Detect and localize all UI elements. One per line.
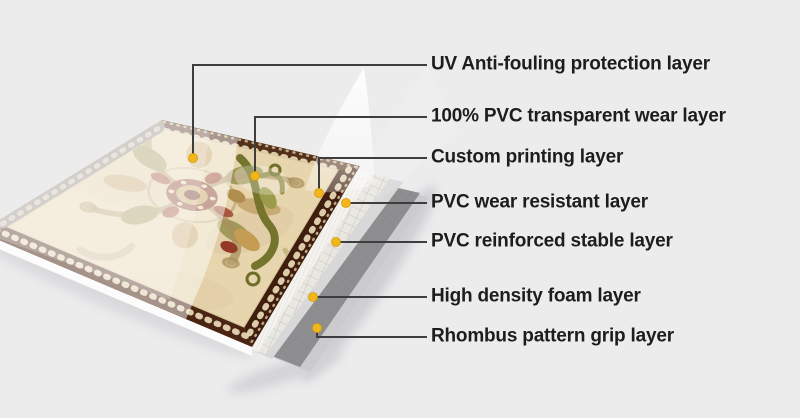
callout-transparent-wear — [250, 116, 427, 181]
callout-label-uv: UV Anti-fouling protection layer — [431, 53, 710, 75]
wear-film-shape — [305, 68, 375, 193]
callout-label-custom-printing: Custom printing layer — [431, 146, 624, 168]
printed-tile-shape — [0, 64, 458, 347]
callout-marker — [188, 153, 198, 163]
callout-uv — [188, 64, 427, 163]
wear-film-haze — [234, 165, 290, 195]
callout-label-foam: High density foam layer — [431, 285, 641, 307]
callout-label-wear-resistant: PVC wear resistant layer — [431, 191, 648, 213]
callout-custom-printing — [314, 157, 427, 198]
callout-line — [318, 157, 427, 193]
callouts — [188, 64, 427, 338]
callout-marker — [331, 237, 341, 247]
callout-label-transparent-wear: 100% PVC transparent wear layer — [431, 105, 726, 127]
callout-label-reinforced-stable: PVC reinforced stable layer — [431, 230, 673, 252]
callout-line — [192, 64, 427, 158]
callout-label-grip: Rhombus pattern grip layer — [431, 325, 674, 347]
callout-marker — [250, 171, 260, 181]
callout-marker — [341, 198, 351, 208]
callout-line — [254, 116, 427, 176]
callout-foam — [308, 292, 427, 302]
uv-film-highlight — [0, 120, 210, 300]
callout-marker — [312, 323, 322, 333]
callout-marker — [314, 188, 324, 198]
callout-marker — [308, 292, 318, 302]
callout-reinforced-stable — [331, 237, 427, 247]
tile-side-edge — [0, 240, 252, 356]
uv-film-shape — [0, 120, 238, 319]
callout-wear-resistant — [341, 198, 427, 208]
callout-grip — [312, 323, 427, 338]
